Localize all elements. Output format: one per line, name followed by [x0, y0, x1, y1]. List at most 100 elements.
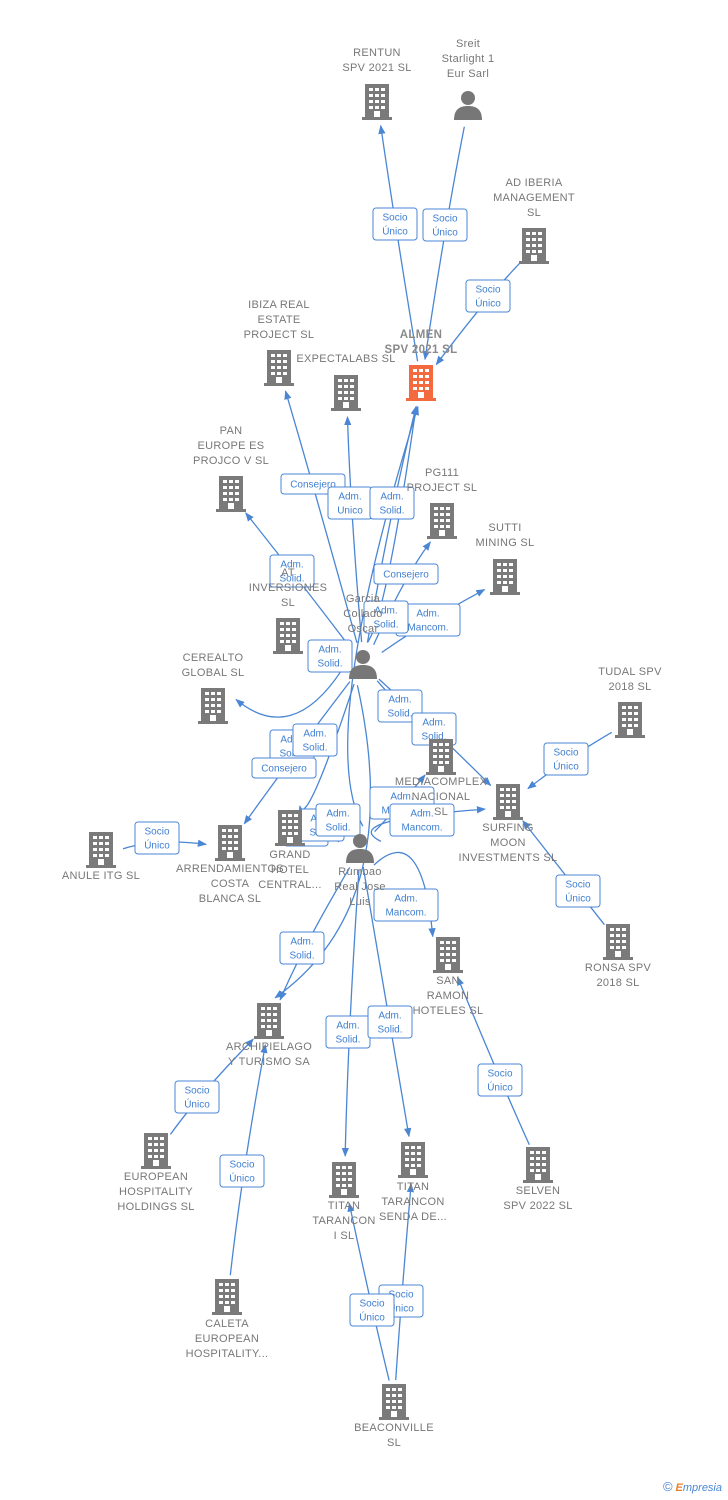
relation-badge[interactable]: Adm.Solid.: [367, 1005, 413, 1039]
relation-badge[interactable]: Adm.Solid.: [369, 486, 415, 520]
relation-badge-box: [389, 803, 455, 837]
relation-badge-box: [555, 874, 601, 908]
relation-badge-label: Solid.: [387, 709, 412, 720]
node-expectalabs[interactable]: EXPECTALABS SL: [296, 353, 395, 411]
relation-badge-label: Socio: [229, 1160, 254, 1171]
relation-badge-box: [369, 486, 415, 520]
node-label: MINING SL: [476, 537, 535, 549]
relation-badge-label: Adm.: [338, 492, 361, 503]
relation-badge[interactable]: Adm.Unico: [327, 486, 373, 520]
node-label: Starlight 1: [442, 53, 495, 65]
node-label: SENDA DE...: [379, 1211, 447, 1223]
relation-badge-label: Solid.: [317, 659, 342, 670]
node-label: IBIZA REAL: [248, 299, 310, 311]
building-icon: [273, 618, 303, 654]
relation-badge[interactable]: Adm.Mancom.: [373, 888, 439, 922]
relation-badge[interactable]: Adm.Solid.: [292, 723, 338, 757]
relation-badge-box: [349, 1293, 395, 1327]
node-grandhotel[interactable]: GRANDHOTELCENTRAL...: [258, 810, 322, 891]
relation-badge[interactable]: Adm.Solid.: [269, 554, 315, 588]
relation-badge[interactable]: Adm.Solid.: [363, 600, 409, 634]
node-label: RENTUN: [353, 47, 401, 59]
relation-badge-box: [367, 1005, 413, 1039]
brand-logo-text: mpresia: [682, 1482, 722, 1494]
relation-badge-label: Socio: [487, 1069, 512, 1080]
relation-edge: [456, 976, 530, 1146]
relation-badge-box: [219, 1154, 265, 1188]
node-label: HOLDINGS SL: [117, 1201, 194, 1213]
building-icon: [329, 1162, 359, 1198]
relation-badge-label: Único: [432, 226, 458, 239]
relation-badge-box: [373, 563, 439, 585]
relation-badge-box: [377, 689, 423, 723]
relation-badge-label: Socio: [184, 1086, 209, 1097]
brand-footer[interactable]: ©Empresia: [663, 1479, 722, 1494]
relation-badge[interactable]: Adm.Solid.: [279, 931, 325, 965]
node-label: TARANCON: [312, 1215, 375, 1227]
node-caleta[interactable]: CALETAEUROPEANHOSPITALITY...: [186, 1279, 269, 1360]
building-icon: [254, 1003, 284, 1039]
building-icon: [86, 832, 116, 868]
relation-badge-box: [292, 723, 338, 757]
node-anule[interactable]: ANULE ITG SL: [62, 832, 140, 882]
node-label: RONSA SPV: [585, 962, 652, 974]
relation-badge-label: Adm.: [326, 809, 349, 820]
relation-badge[interactable]: Adm.Mancom.: [389, 803, 455, 837]
relation-badge-box: [307, 639, 353, 673]
node-label: Eur Sarl: [447, 68, 489, 80]
building-icon: [426, 739, 456, 775]
relation-badge-label: Solid.: [302, 743, 327, 754]
relation-badge[interactable]: Adm.Solid.: [315, 803, 361, 837]
node-label: ANULE ITG SL: [62, 870, 140, 882]
node-label: EUROPE ES: [198, 440, 265, 452]
node-label: GRAND: [269, 849, 310, 861]
relation-badge-label: Solid.: [377, 1025, 402, 1036]
relation-badge[interactable]: Consejero: [373, 563, 439, 585]
person-icon: [346, 834, 374, 863]
relation-badge[interactable]: Adm.Solid.: [377, 689, 423, 723]
relation-badge[interactable]: Adm.Mancom.: [395, 603, 461, 637]
relation-badge-box: [363, 600, 409, 634]
relation-badge-label: Socio: [565, 880, 590, 891]
relation-badge[interactable]: Adm.Solid.: [307, 639, 353, 673]
node-label: SL: [387, 1437, 401, 1449]
relation-edge: [284, 390, 358, 644]
relation-badge[interactable]: Adm.Solid.: [325, 1015, 371, 1049]
relation-badge[interactable]: Consejero: [251, 757, 317, 779]
node-label: I SL: [334, 1230, 355, 1242]
